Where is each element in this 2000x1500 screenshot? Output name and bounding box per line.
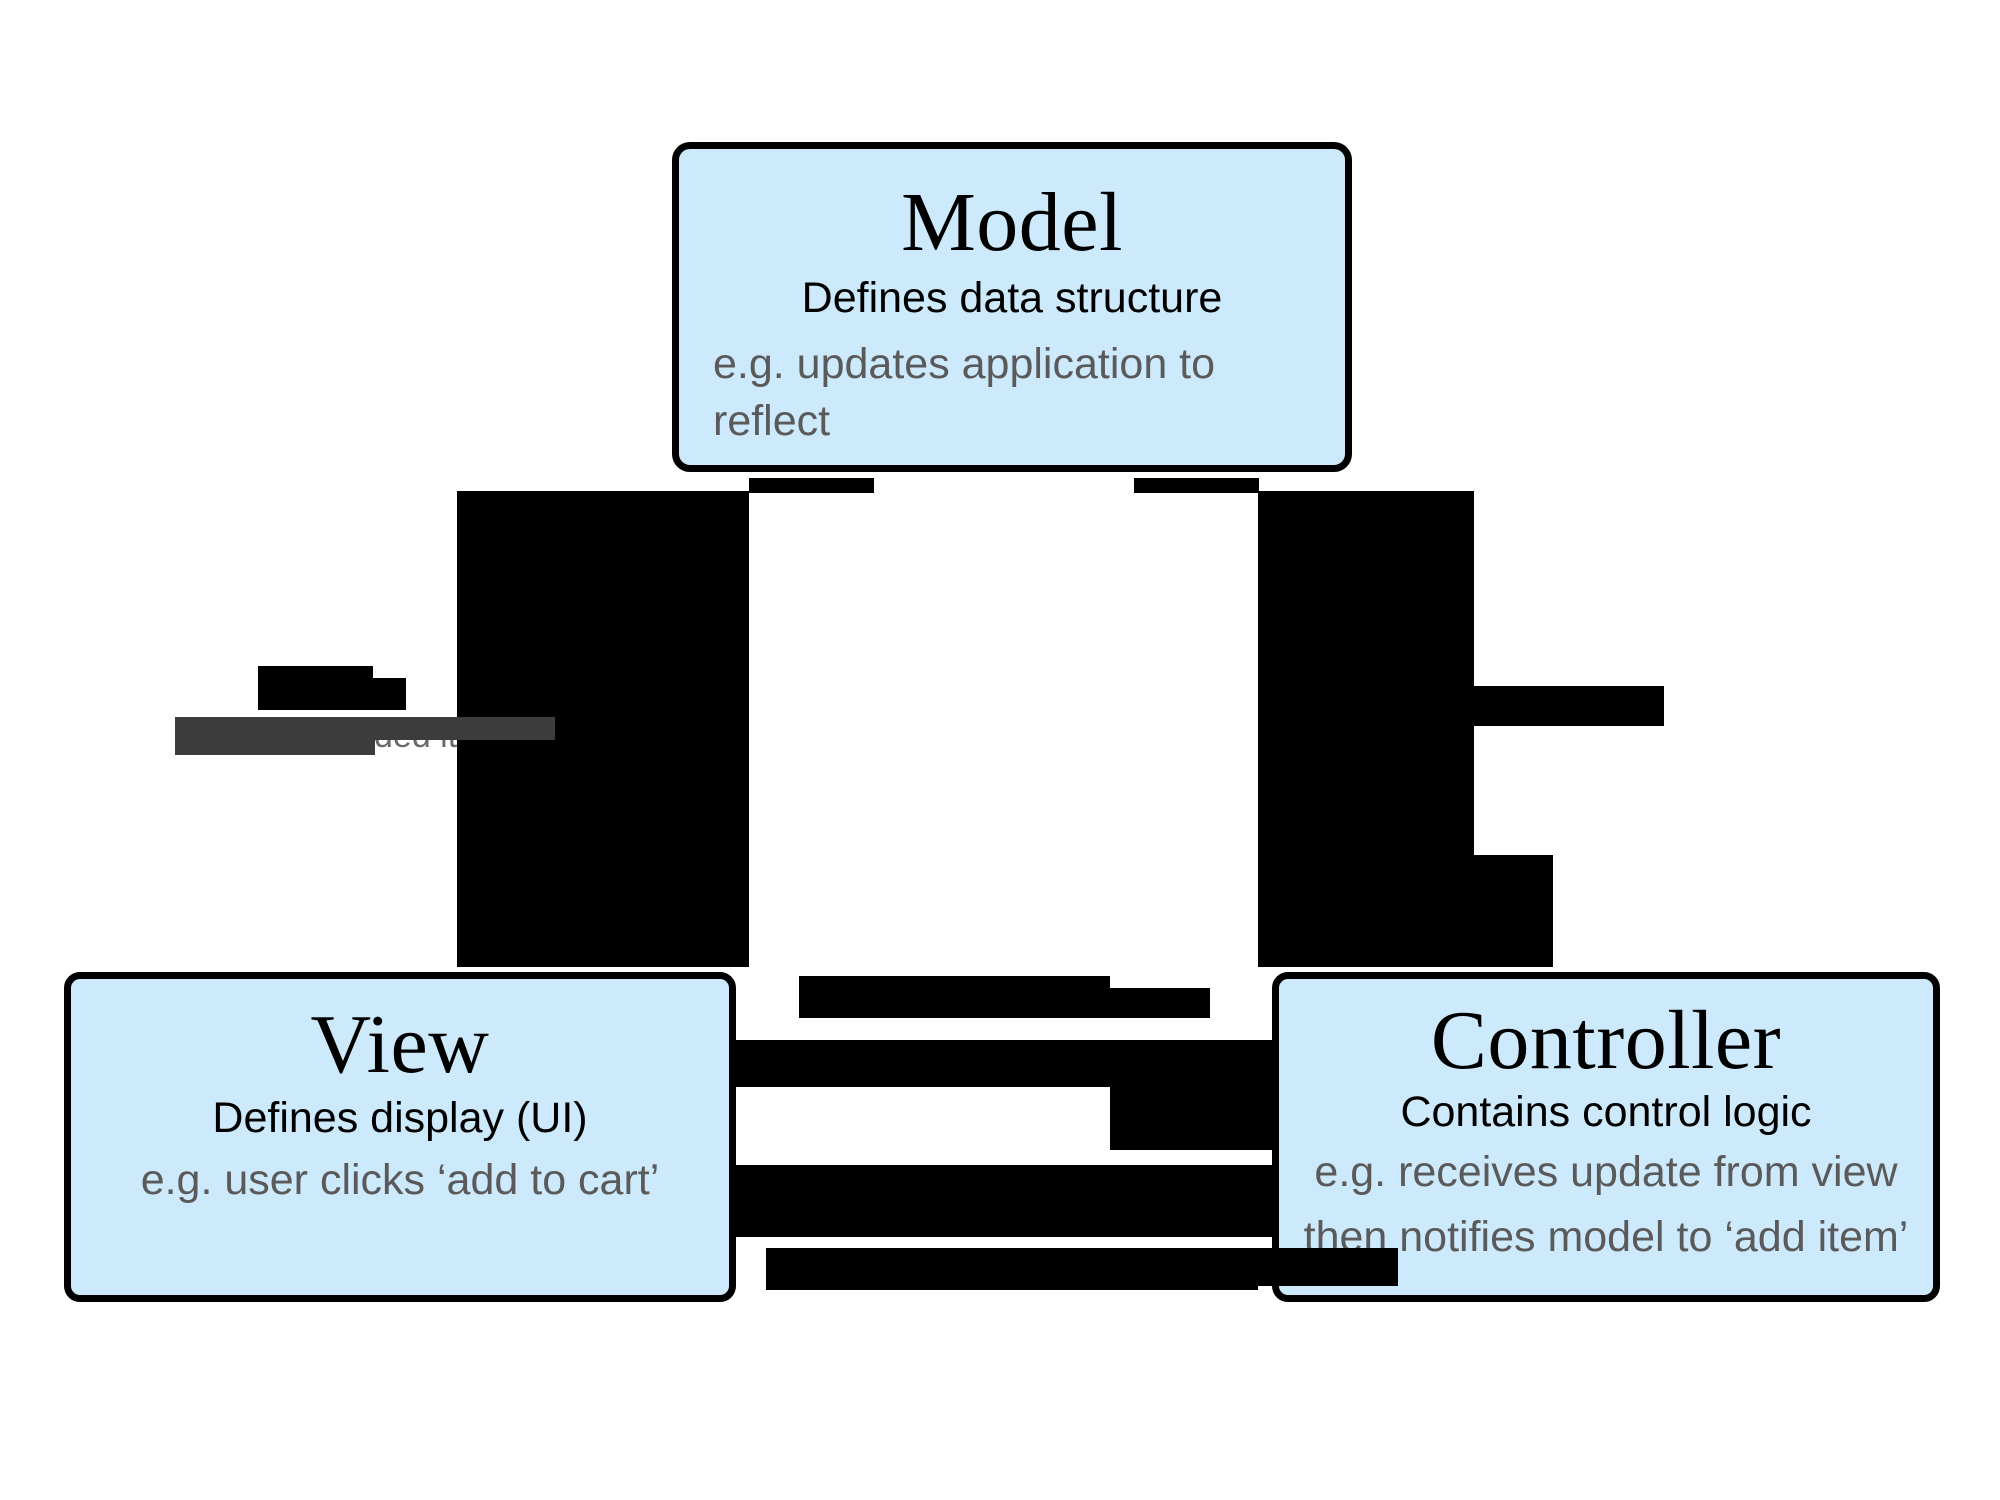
redaction-block-bottom-f <box>766 1248 1258 1290</box>
view-title: View <box>310 998 490 1091</box>
controller-subtitle: Contains control logic <box>1400 1088 1812 1136</box>
controller-example-line-2: then notifies model to ‘add item’ <box>1303 1213 1909 1262</box>
redaction-block-bottom-d <box>1110 1040 1277 1150</box>
redaction-block-right-main <box>1258 491 1474 967</box>
redaction-block-right-top-stub <box>1134 478 1259 493</box>
view-subtitle: Defines display (UI) <box>212 1094 588 1142</box>
redaction-block-left-small-a <box>258 666 373 710</box>
redaction-block-right-foot <box>1473 855 1553 967</box>
controller-box[interactable]: Controller Contains control logic e.g. r… <box>1272 972 1940 1302</box>
redaction-block-bottom-e <box>736 1165 1277 1237</box>
redaction-block-bottom-a <box>799 976 1110 1018</box>
redaction-block-bottom-g <box>1258 1248 1398 1286</box>
model-title: Model <box>901 176 1123 269</box>
model-box[interactable]: Model Defines data structure e.g. update… <box>672 142 1352 472</box>
redaction-block-left-gray-a <box>175 717 375 755</box>
model-subtitle: Defines data structure <box>801 274 1223 322</box>
redaction-block-left-gray-b <box>375 717 555 740</box>
model-example-line-1: e.g. updates application to reflect <box>713 340 1216 446</box>
controller-example-line-1: e.g. receives update from view <box>1314 1148 1898 1197</box>
redaction-block-right-arm <box>1473 686 1664 726</box>
view-box[interactable]: View Defines display (UI) e.g. user clic… <box>64 972 736 1302</box>
redaction-block-left-small-b <box>373 678 406 710</box>
redaction-block-left-top-stub <box>749 478 874 493</box>
view-example-line-1: e.g. user clicks ‘add to cart’ <box>140 1156 660 1205</box>
redaction-block-bottom-b <box>1110 988 1210 1018</box>
model-example-line-2: added item <box>679 464 1345 465</box>
controller-title: Controller <box>1430 994 1782 1087</box>
